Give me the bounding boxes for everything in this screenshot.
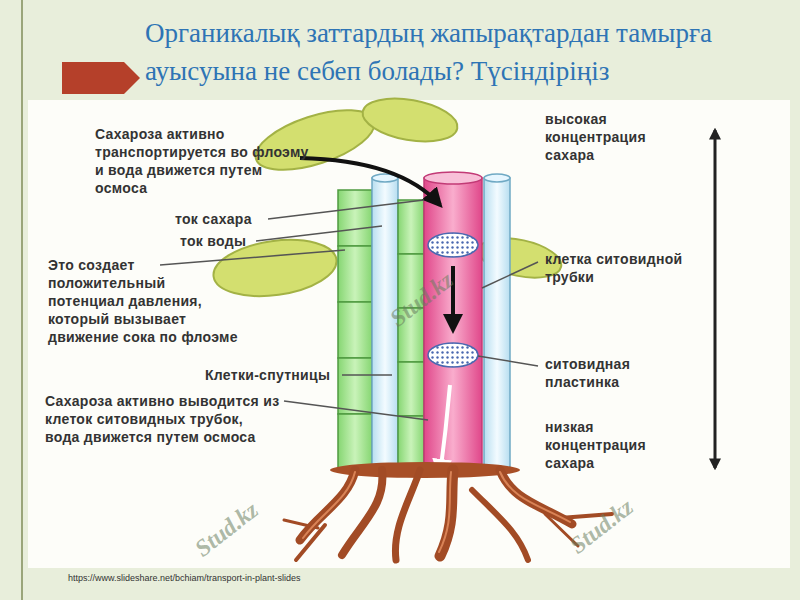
- part-label: клетка ситовидной трубки: [545, 250, 695, 286]
- companion-cells: [338, 190, 372, 470]
- leaf: [249, 98, 382, 182]
- slide-title: Органикалық заттардың жапырақтардан тамы…: [145, 14, 785, 90]
- cell: [398, 200, 424, 254]
- part-label: Сахароза активно транспортируется во фло…: [95, 125, 310, 197]
- cell: [398, 416, 424, 470]
- root-highlight: [500, 472, 570, 522]
- cell: [338, 358, 372, 414]
- slide-arrow: [62, 62, 140, 94]
- part-label: Это создает положительный потенциал давл…: [48, 256, 238, 346]
- cell: [398, 362, 424, 416]
- root: [472, 490, 528, 560]
- root-highlight: [303, 472, 355, 538]
- root-highlight: [439, 472, 451, 552]
- leader-line: [342, 374, 392, 376]
- watermark: Stud.kz: [189, 496, 264, 563]
- root: [342, 470, 382, 555]
- roots: [284, 470, 612, 560]
- leader-line: [482, 262, 538, 288]
- sieve-plate: [428, 343, 478, 367]
- cell: [338, 414, 372, 470]
- slide-rule: [21, 0, 23, 600]
- leader-line: [160, 250, 345, 265]
- watermark: Stud.kz: [384, 266, 459, 333]
- leader-line: [268, 200, 424, 219]
- part-label: высокая концентрация сахара: [545, 110, 695, 164]
- leader-line: [284, 401, 428, 420]
- sieve-tube: [424, 178, 482, 470]
- root: [440, 470, 453, 556]
- root: [395, 470, 420, 560]
- source-url: https://www.slideshare.net/bchiam/transp…: [68, 573, 301, 584]
- part-label: ток воды: [180, 232, 246, 250]
- unload-arrow: [440, 385, 450, 475]
- gradient-arrow: [714, 130, 717, 468]
- part-label: ток сахара: [175, 210, 252, 228]
- root: [500, 470, 572, 524]
- sieve-plate: [428, 233, 478, 257]
- part-label: ситовидная пластинка: [545, 355, 695, 391]
- tube-top: [484, 174, 510, 182]
- part-label: Клетки-спутницы: [205, 366, 330, 384]
- leader-line: [478, 356, 538, 366]
- root-highlights: [303, 472, 570, 552]
- leaf: [359, 92, 460, 148]
- leader-line: [256, 226, 382, 241]
- cell: [338, 302, 372, 358]
- sugar-arrow: [300, 158, 440, 205]
- tube-top: [424, 172, 482, 184]
- flow-arrow: [451, 266, 455, 330]
- xylem-tube: [484, 178, 510, 470]
- root: [300, 470, 355, 540]
- picture-ground: [28, 100, 790, 568]
- watermark: Stud.kz: [564, 493, 639, 560]
- cell: [338, 246, 372, 302]
- part-label: низкая концентрация сахара: [545, 418, 695, 472]
- companion-cells: [398, 200, 424, 470]
- part-label: Сахароза активно выводится из клеток сит…: [45, 392, 280, 446]
- cell: [338, 190, 372, 246]
- leader-lines: [160, 200, 538, 420]
